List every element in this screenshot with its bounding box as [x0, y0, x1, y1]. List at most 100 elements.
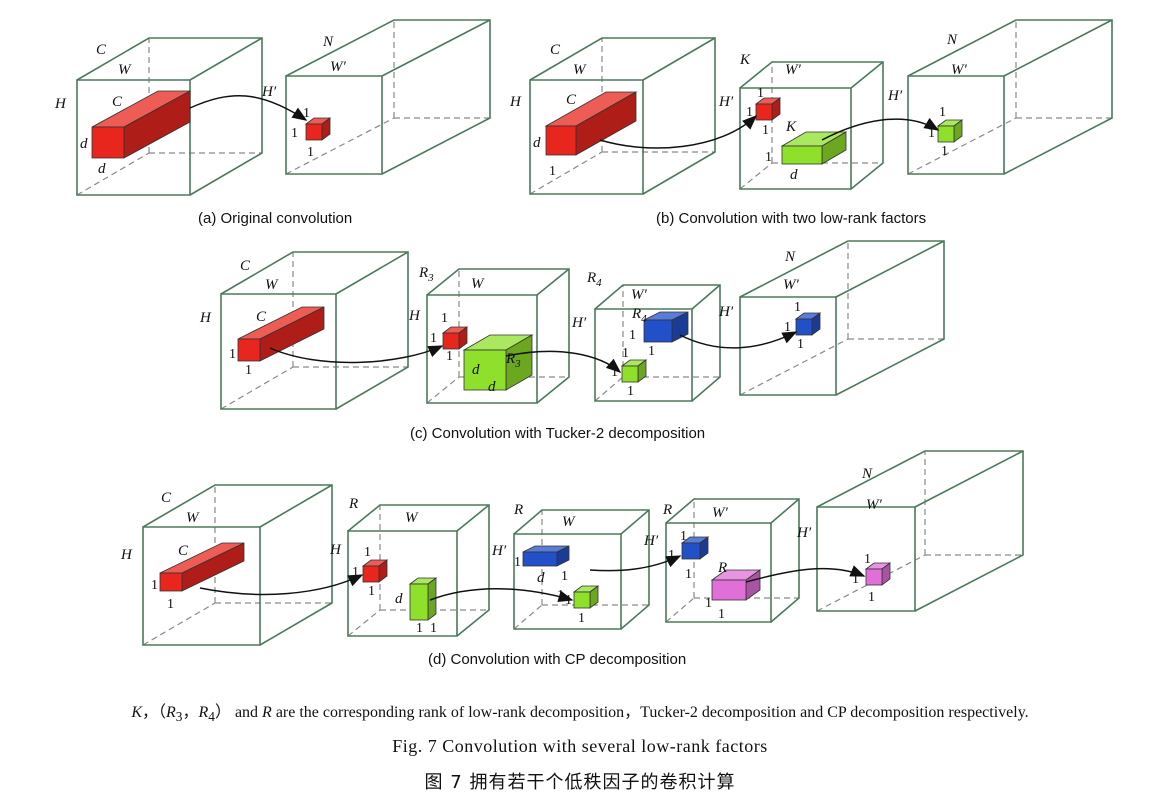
- arrow-d4: [745, 565, 866, 583]
- figure-caption-zh: 图 7 拥有若干个低秩因子的卷积计算: [424, 772, 736, 793]
- hidden-edge: [347, 609, 381, 637]
- label-R: R: [662, 502, 672, 518]
- cube-back-edges: [285, 19, 491, 175]
- label-C-kernel: C: [112, 94, 123, 110]
- hidden-edge: [285, 117, 395, 175]
- label-one: 1: [307, 145, 314, 160]
- hidden-edge: [665, 597, 695, 623]
- block-front: [755, 103, 773, 121]
- conv-kernel-block: [91, 90, 191, 159]
- r-element-2: [680, 536, 710, 560]
- label-one: 1: [430, 331, 437, 346]
- block-front: [937, 125, 955, 143]
- block-front: [711, 579, 747, 601]
- label-one: 1: [941, 144, 948, 159]
- kernel-factor-2: [780, 131, 848, 165]
- label-one: 1: [151, 578, 158, 593]
- caption-b: (b) Convolution with two low-rank factor…: [656, 210, 926, 227]
- label-one: 1: [549, 164, 556, 179]
- intermediate-tensor-cube: [739, 61, 884, 190]
- label-R: R: [348, 496, 358, 512]
- block-front: [643, 319, 673, 343]
- note-text: are the corresponding rank of low-rank d…: [271, 704, 1029, 721]
- block-front: [573, 591, 591, 609]
- label-one: 1: [578, 611, 585, 626]
- label-one: 1: [746, 105, 753, 120]
- output-tensor-cube: [739, 240, 945, 396]
- note-R: R: [262, 704, 272, 721]
- label-one: 1: [561, 569, 568, 584]
- figure-canvas: C W H C d d N W′ H′ 1 1 1 (a) Original c…: [54, 19, 1113, 668]
- hidden-edge: [142, 602, 216, 646]
- label-R3-kernel: R3: [505, 351, 521, 370]
- label-one: 1: [557, 588, 564, 603]
- label-N: N: [784, 249, 796, 265]
- note-R3-sub: 3: [175, 709, 183, 725]
- label-one: 1: [368, 584, 375, 599]
- label-C: C: [161, 490, 172, 506]
- block-front: [362, 565, 380, 583]
- input-tensor-cube: [529, 37, 716, 195]
- label-one: 1: [565, 593, 572, 608]
- cube-edge: [189, 37, 263, 81]
- label-H: H: [54, 96, 67, 112]
- label-W-prime: W′: [951, 62, 967, 78]
- label-one: 1: [446, 349, 453, 364]
- depth-kernel-block: [408, 577, 438, 621]
- label-H-prime: H′: [887, 88, 903, 104]
- arrow-d1: [199, 574, 364, 596]
- factor-r-cube-2: [513, 509, 650, 630]
- hidden-edge: [513, 604, 543, 630]
- label-W-prime: W′: [712, 505, 728, 521]
- label-d: d: [790, 167, 798, 183]
- output-element-block: [864, 562, 892, 586]
- output-element-block: [936, 119, 964, 143]
- hidden-edge: [739, 162, 773, 190]
- label-one: 1: [364, 545, 371, 560]
- label-d: d: [488, 379, 496, 395]
- last-factor-block: [643, 311, 689, 343]
- panel-b-labels: C W H C d 1 K W′ H′ 1 1 1 K 1 d N W′ H′ …: [509, 32, 967, 227]
- block-front: [442, 332, 460, 350]
- label-one: 1: [794, 300, 801, 315]
- note-text: ，（: [142, 704, 167, 721]
- cube-edge: [536, 268, 570, 296]
- caption-a: (a) Original convolution: [198, 210, 352, 227]
- cube-front-face: [285, 75, 383, 175]
- label-W: W: [265, 277, 279, 293]
- label-one: 1: [611, 365, 618, 380]
- r4-input-element: [620, 359, 648, 383]
- hidden-edge: [739, 338, 849, 396]
- hidden-edge: [529, 151, 603, 195]
- cube-edge: [620, 509, 650, 535]
- kernel-blocks: [91, 90, 964, 621]
- label-W: W: [186, 510, 200, 526]
- label-one: 1: [430, 621, 437, 636]
- hidden-edge: [220, 366, 294, 410]
- hidden-edge: [426, 376, 460, 404]
- arrow-a: [189, 94, 308, 121]
- label-one: 1: [784, 320, 791, 335]
- arrow-d3: [589, 555, 682, 572]
- label-W: W: [562, 514, 576, 530]
- note-text: ） and: [214, 704, 263, 721]
- label-one: 1: [352, 565, 359, 580]
- cube-back-edges: [142, 484, 333, 646]
- block-front: [159, 572, 183, 592]
- label-W: W: [118, 62, 132, 78]
- label-K-kernel: K: [785, 119, 797, 135]
- block-front: [463, 349, 507, 391]
- panel-c-labels: C W H C 1 1 R3 W H 1 1 1 R3 d d R4 W′ H′…: [199, 249, 804, 442]
- label-N: N: [861, 466, 873, 482]
- cube-edge: [691, 284, 721, 310]
- label-one: 1: [622, 346, 629, 361]
- label-H-prime: H′: [796, 525, 812, 541]
- label-one: 1: [928, 126, 935, 141]
- label-C: C: [240, 258, 251, 274]
- label-one: 1: [762, 123, 769, 138]
- block-front: [865, 568, 883, 586]
- output-element-block: [794, 312, 822, 336]
- label-N: N: [946, 32, 958, 48]
- label-K: K: [739, 52, 751, 68]
- label-one: 1: [441, 311, 448, 326]
